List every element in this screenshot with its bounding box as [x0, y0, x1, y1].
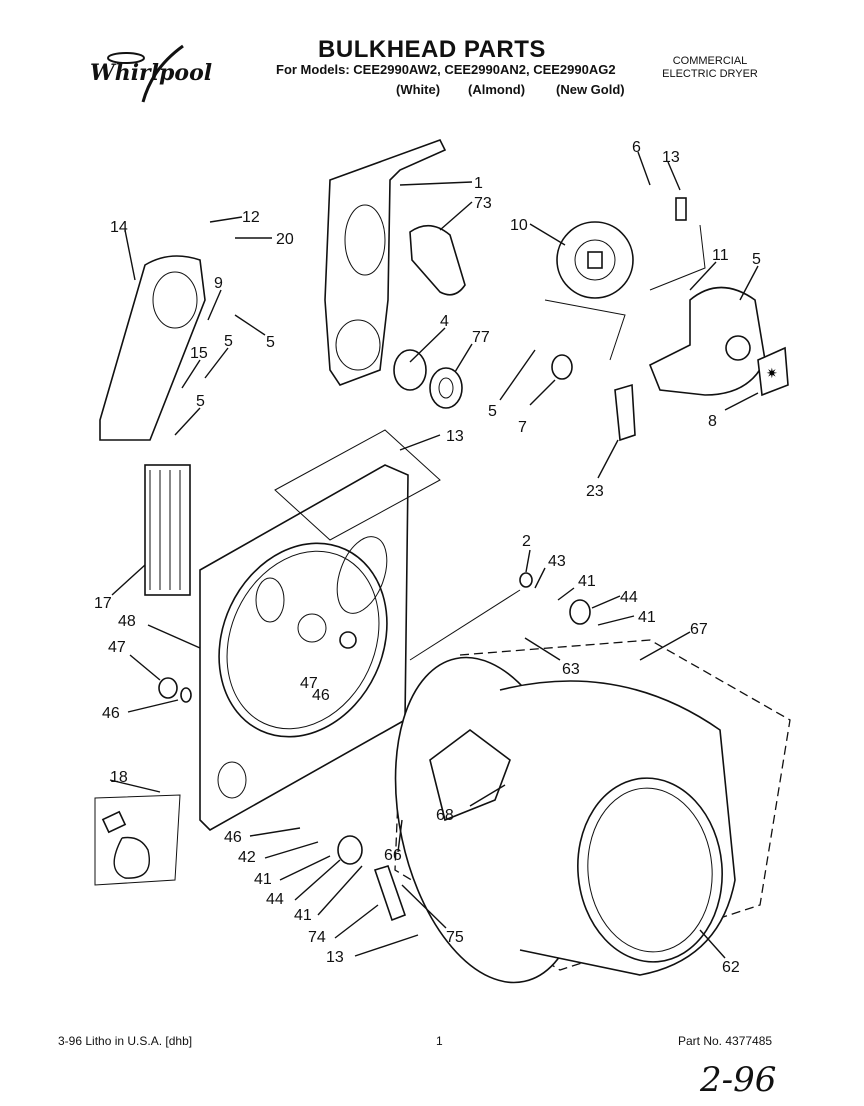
callout-44b: 44 [266, 891, 284, 908]
callout-73: 73 [474, 195, 492, 212]
callout-44a: 44 [620, 589, 638, 606]
callout-66: 66 [384, 847, 402, 864]
part-68-baffle [429, 729, 511, 822]
callout-41c: 41 [254, 871, 272, 888]
callout-7: 7 [518, 419, 527, 436]
callout-75: 75 [446, 929, 464, 946]
part-7-pulley-mount [551, 354, 573, 380]
callout-48: 48 [118, 613, 136, 630]
callout-18: 18 [110, 769, 128, 786]
callout-2: 2 [522, 533, 531, 550]
callout-20: 20 [276, 231, 294, 248]
part-48-bulkhead-panel [199, 464, 409, 831]
part-10-blower-wheel [556, 221, 634, 299]
part-1-duct-cover [324, 139, 447, 386]
part-2-washer [519, 572, 533, 588]
callout-13a: 11 [712, 247, 729, 264]
leader-lines [109, 151, 759, 959]
part-6-clip [675, 197, 687, 221]
callout-77: 77 [472, 329, 490, 346]
assembly-guides [274, 224, 706, 661]
product-category: COMMERCIAL ELECTRIC DRYER [655, 55, 765, 81]
category-line-2: ELECTRIC DRYER [662, 68, 758, 80]
callout-47a: 47 [108, 639, 126, 656]
part-4-seal [393, 349, 427, 391]
callout-9: 9 [214, 275, 223, 292]
part-23-strip [614, 383, 636, 442]
callout-63: 63 [562, 661, 580, 678]
callout-1: 1 [474, 175, 483, 192]
handwritten-date: 2-96 [700, 1060, 777, 1100]
callout-11: 5 [752, 251, 761, 268]
callout-68: 68 [436, 807, 454, 824]
part-77-bearing [429, 367, 463, 409]
callout-42: 42 [238, 849, 256, 866]
callout-62: 62 [722, 959, 740, 976]
callout-13b: 13 [446, 428, 464, 445]
svg-text:✷: ✷ [766, 365, 778, 381]
callout-46a: 46 [102, 705, 120, 722]
part-14-heater-housing [99, 255, 206, 441]
page-number: 1 [436, 1034, 443, 1048]
callout-12: 12 [242, 209, 260, 226]
callout-5c: 5 [196, 393, 205, 410]
color-new-gold: (New Gold) [556, 82, 625, 97]
whirlpool-swoosh-icon: Whirlpool [90, 44, 212, 103]
callout-6: 13 [662, 149, 680, 166]
callout-5d: 5 [488, 403, 497, 420]
callout-46c: 46 [224, 829, 242, 846]
brand-name: Whirlpool [90, 60, 212, 86]
callout-41a: 41 [578, 573, 596, 590]
callout-5a: 5 [266, 334, 275, 351]
callout-6-5: 6 [632, 139, 641, 156]
callout-43: 43 [548, 553, 566, 570]
callout-23: 23 [586, 483, 604, 500]
callout-74: 74 [308, 929, 326, 946]
part-8-label: ✷ [757, 346, 789, 397]
callout-labels: 1 73 14 12 20 9 5 15 5 5 4 77 10 5 6 13 … [94, 139, 761, 976]
callout-8: 8 [708, 413, 717, 430]
callout-10: 10 [510, 217, 528, 234]
part-67-drum [394, 639, 791, 984]
category-line-1: COMMERCIAL [672, 55, 748, 67]
part-44-roller-upper [569, 599, 591, 625]
page-title: BULKHEAD PARTS [318, 36, 546, 63]
callout-47b: 47 [300, 675, 318, 692]
litho-note: 3-96 Litho in U.S.A. [dhb] [58, 1034, 193, 1048]
callout-17: 17 [94, 595, 112, 612]
whirlpool-logo: Whirlpool [88, 44, 218, 104]
part-73-gasket [409, 224, 466, 296]
callout-5b: 5 [224, 333, 233, 350]
callout-67: 67 [690, 621, 708, 638]
callout-13c: 13 [326, 949, 344, 966]
part-47-nut [158, 677, 178, 699]
model-list: For Models: CEE2990AW2, CEE2990AN2, CEE2… [276, 62, 616, 77]
callout-41d: 41 [294, 907, 312, 924]
part-74-shaft [373, 865, 407, 922]
callout-41b: 41 [638, 609, 656, 626]
part-11-blower-housing [648, 286, 766, 396]
part-44-roller-lower [337, 835, 363, 865]
callout-14: 14 [110, 219, 128, 236]
part-18-wire-harness [94, 794, 181, 886]
callout-15: 15 [190, 345, 208, 362]
part-46-washer [180, 687, 192, 703]
color-white: (White) [396, 82, 441, 97]
part-number: Part No. 4377485 [678, 1034, 773, 1048]
part-17-heating-element [144, 464, 191, 596]
color-almond: (Almond) [468, 82, 526, 97]
callout-4: 4 [440, 313, 449, 330]
callout-46b: 46 [312, 687, 330, 704]
